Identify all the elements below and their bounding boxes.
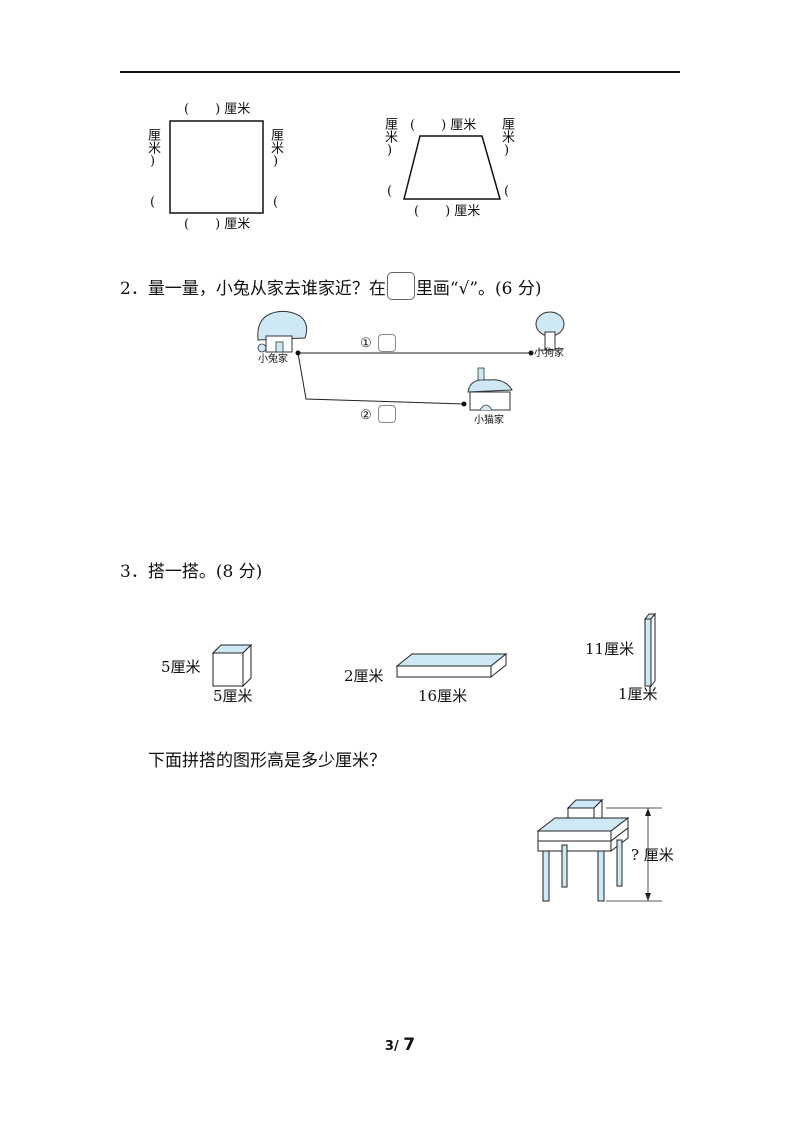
square-top-label: ( ) 厘米 bbox=[184, 102, 251, 117]
trapezoid-bottom-label: ( ) 厘米 bbox=[414, 204, 481, 219]
square-shape bbox=[169, 120, 264, 214]
header-rule bbox=[120, 71, 680, 73]
answer-height-label: ? 厘米 bbox=[631, 846, 674, 864]
slab-length-label: 16厘米 bbox=[418, 687, 468, 705]
cube-width-label: 5厘米 bbox=[213, 687, 253, 705]
route-1-answer-box[interactable] bbox=[378, 334, 396, 352]
page-number: 3/ 7 bbox=[384, 1035, 416, 1055]
stick-block bbox=[643, 612, 657, 688]
square-right-label: 厘米) ( bbox=[268, 128, 283, 210]
rabbit-house-icon bbox=[257, 310, 308, 353]
rabbit-home-label: 小兔家 bbox=[258, 354, 288, 365]
q3-question: 下面拼搭的图形高是多少厘米？ bbox=[148, 751, 386, 771]
stick-width-label: 1厘米 bbox=[618, 685, 658, 703]
dog-house-icon bbox=[535, 311, 565, 351]
q2-prompt: 2．量一量，小兔从家去谁家近？在里画“√”。(6 分) bbox=[120, 272, 542, 300]
slab-height-label: 2厘米 bbox=[344, 667, 384, 685]
route-1-number: ① bbox=[360, 336, 372, 351]
trapezoid-top-label: ( ) 厘米 bbox=[410, 118, 477, 133]
q2-route-map bbox=[257, 310, 565, 411]
q1-figures bbox=[169, 120, 501, 214]
dog-home-point bbox=[528, 350, 534, 356]
q3-blocks bbox=[211, 612, 657, 688]
cat-home-point bbox=[461, 401, 467, 407]
q3-title: 3．搭一搭。(8 分) bbox=[120, 562, 263, 582]
cube-block bbox=[211, 643, 253, 688]
slab-block bbox=[395, 652, 508, 679]
square-bottom-label: ( ) 厘米 bbox=[184, 217, 251, 232]
route-2-answer-box[interactable] bbox=[378, 405, 396, 423]
cat-home-label: 小猫家 bbox=[474, 415, 504, 426]
assembled-table-figure bbox=[536, 798, 662, 902]
route-2-number: ② bbox=[360, 408, 372, 423]
route-2-line bbox=[297, 352, 465, 405]
answer-box-sample bbox=[386, 272, 415, 300]
rabbit-home-point bbox=[295, 350, 301, 356]
square-left-label: 厘米) ( bbox=[145, 128, 160, 210]
cube-height-label: 5厘米 bbox=[161, 658, 201, 676]
cat-house-icon bbox=[467, 367, 513, 411]
trapezoid-right-label: 厘米) ( bbox=[499, 117, 514, 199]
trapezoid-left-label: 厘米) ( bbox=[382, 117, 397, 199]
trapezoid-shape bbox=[403, 135, 501, 200]
stick-height-label: 11厘米 bbox=[585, 640, 635, 658]
dog-home-label: 小狗家 bbox=[534, 348, 564, 359]
